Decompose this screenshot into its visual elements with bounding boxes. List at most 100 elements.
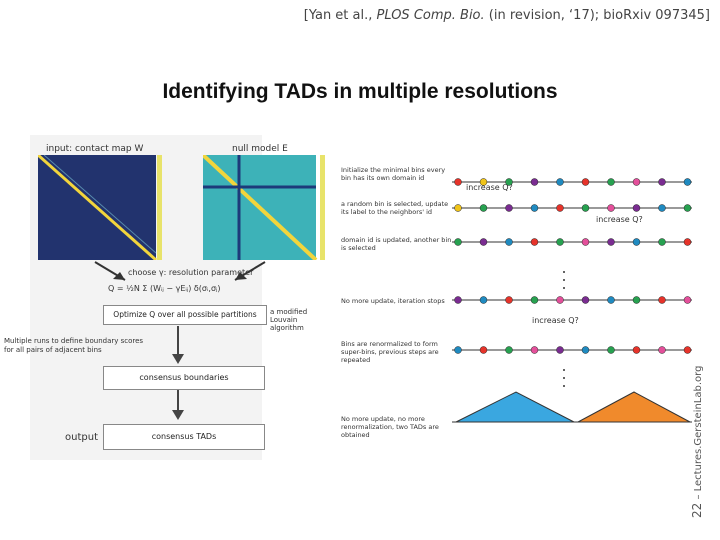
step-text-3: domain id is updated, another bin is sel… bbox=[341, 236, 452, 252]
bin-node bbox=[454, 178, 462, 186]
continuation-dot bbox=[563, 377, 565, 379]
bin-node bbox=[632, 178, 641, 186]
page-number: 22 bbox=[690, 502, 704, 518]
bin-node bbox=[607, 204, 615, 212]
bin-node bbox=[658, 238, 666, 246]
citation-prefix: [Yan et al., bbox=[303, 8, 377, 23]
step-text-6: No more update, no more renormalization,… bbox=[341, 415, 439, 439]
bin-node bbox=[556, 346, 564, 354]
bin-node bbox=[632, 238, 641, 246]
footer-text: – Lectures.GersteinLab.org bbox=[693, 365, 704, 503]
bin-node bbox=[530, 238, 539, 246]
slide-title: Identifying TADs in multiple resolutions bbox=[162, 80, 558, 103]
bin-node bbox=[683, 346, 692, 354]
down-arrow-1-head bbox=[172, 354, 184, 364]
bin-node bbox=[530, 204, 539, 212]
bin-node bbox=[632, 204, 641, 212]
bin-node bbox=[530, 178, 539, 186]
contact-map-colorbar bbox=[157, 155, 162, 260]
step-text-1: Initialize the minimal bins every bin ha… bbox=[341, 166, 446, 182]
contact-map-offdiag bbox=[43, 155, 157, 254]
node-rows bbox=[452, 178, 692, 387]
bin-node bbox=[581, 346, 590, 354]
down-arrows bbox=[172, 326, 184, 420]
increase-q-label-3: increase Q? bbox=[532, 316, 579, 325]
arrow-right-head bbox=[235, 272, 247, 280]
bin-node bbox=[454, 346, 462, 354]
increase-q-label-1: increase Q? bbox=[466, 183, 513, 192]
bin-node bbox=[581, 296, 590, 304]
bin-node bbox=[581, 238, 590, 246]
bin-node bbox=[632, 346, 641, 354]
multiple-runs-note: Multiple runs to define boundary scores … bbox=[4, 337, 144, 354]
bin-node bbox=[530, 346, 539, 354]
step-text-2: a random bin is selected, update its lab… bbox=[341, 200, 449, 216]
bin-node bbox=[632, 296, 641, 304]
null-model-colorbar bbox=[320, 155, 325, 260]
input-label: input: contact map W bbox=[46, 144, 144, 154]
continuation-dot bbox=[563, 271, 565, 273]
consensus-boundaries-box: consensus boundaries bbox=[103, 366, 265, 390]
choose-gamma-label: choose γ: resolution parameter bbox=[128, 268, 254, 277]
down-arrow-2-head bbox=[172, 410, 184, 420]
bin-node bbox=[658, 204, 666, 212]
step-text-5: Bins are renormalized to form super-bins… bbox=[341, 340, 439, 364]
bin-node bbox=[581, 178, 590, 186]
tad-triangle-left bbox=[455, 391, 575, 423]
contact-map-heatmap bbox=[38, 155, 162, 260]
bin-node bbox=[683, 204, 692, 212]
bin-node bbox=[505, 296, 513, 304]
louvain-note: a modified Louvain algorithm bbox=[270, 308, 308, 332]
bin-node bbox=[683, 238, 692, 246]
citation-journal: PLOS Comp. Bio. bbox=[376, 8, 485, 23]
bin-node bbox=[505, 238, 513, 246]
step-text-4: No more update, iteration stops bbox=[341, 297, 445, 305]
modularity-formula: Q = ¹⁄₂N Σ (Wᵢⱼ − γEᵢⱼ) δ(σᵢ,σⱼ) bbox=[108, 284, 221, 293]
bin-node bbox=[607, 296, 615, 304]
bin-node bbox=[479, 204, 488, 212]
consensus-tads-box: consensus TADs bbox=[103, 424, 265, 450]
bin-node bbox=[556, 204, 564, 212]
citation-suffix: (in revision, ‘17); bioRxiv 097345] bbox=[484, 8, 710, 23]
null-model-diagonal bbox=[203, 155, 318, 260]
increase-q-label-2: increase Q? bbox=[596, 215, 643, 224]
bin-node bbox=[683, 296, 692, 304]
tad-triangle-right bbox=[577, 391, 691, 423]
bin-node bbox=[607, 346, 615, 354]
bin-node bbox=[505, 178, 513, 186]
bin-node bbox=[556, 238, 564, 246]
bin-node bbox=[556, 178, 564, 186]
node-chain-diagram: increase Q? increase Q? increase Q? bbox=[452, 178, 692, 423]
bin-node bbox=[658, 296, 666, 304]
bin-node bbox=[479, 238, 488, 246]
bin-node bbox=[479, 346, 488, 354]
null-model-heatmap bbox=[203, 155, 325, 260]
bin-node bbox=[505, 204, 513, 212]
bin-node bbox=[530, 296, 539, 304]
bin-node bbox=[607, 178, 615, 186]
bin-node bbox=[658, 346, 666, 354]
contact-map-diagonal bbox=[38, 155, 157, 260]
bin-node bbox=[658, 178, 666, 186]
continuation-dot bbox=[563, 287, 565, 289]
bin-node bbox=[505, 346, 513, 354]
bin-node bbox=[479, 296, 488, 304]
output-label: output bbox=[65, 432, 98, 443]
bin-node bbox=[556, 296, 564, 304]
continuation-dot bbox=[563, 385, 565, 387]
optimize-box: Optimize Q over all possible partitions bbox=[103, 305, 267, 325]
converge-arrows bbox=[94, 261, 266, 281]
slide-footer: 22 – Lectures.GersteinLab.org bbox=[690, 366, 704, 518]
arrow-left-head bbox=[113, 272, 125, 280]
continuation-dot bbox=[563, 279, 565, 281]
bin-node bbox=[454, 238, 462, 246]
bin-node bbox=[607, 238, 615, 246]
citation: [Yan et al., PLOS Comp. Bio. (in revisio… bbox=[290, 8, 710, 23]
bin-node bbox=[581, 204, 590, 212]
bin-node bbox=[683, 178, 692, 186]
bin-node bbox=[454, 296, 462, 304]
bin-node bbox=[479, 178, 488, 186]
null-model-label: null model E bbox=[232, 144, 288, 154]
continuation-dot bbox=[563, 369, 565, 371]
bin-node bbox=[454, 204, 462, 212]
